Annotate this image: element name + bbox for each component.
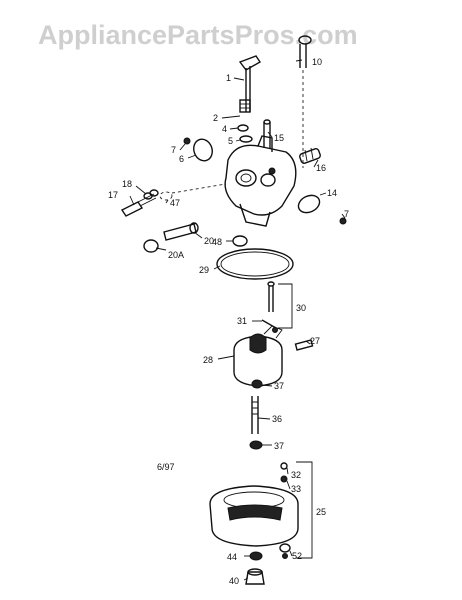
o-ring-small: [232, 235, 248, 247]
throttle-plate: [193, 138, 213, 162]
bowl-nut: [245, 568, 265, 585]
callout-17: 17: [108, 190, 118, 200]
date-code: 6/97: [157, 462, 175, 472]
callout-48: 48: [212, 237, 222, 247]
bracket-30: [278, 283, 293, 329]
callout-28: 28: [203, 355, 213, 365]
watermark: AppliancePartsPros.com: [38, 20, 358, 50]
washer-upper: [251, 379, 263, 389]
callout-5: 5: [228, 136, 233, 146]
bowl-screw: [280, 462, 288, 470]
float: [233, 325, 283, 387]
shaft-seal: [237, 124, 249, 132]
drain-valve: [279, 543, 291, 559]
callout-40: 40: [229, 576, 239, 586]
bowl-screw-washer: [280, 475, 288, 483]
callout-29: 29: [199, 265, 209, 275]
shaft-spring: [239, 99, 251, 113]
callout-20: 20: [204, 236, 214, 246]
leader-lines: [129, 59, 346, 581]
callout-4: 4: [222, 124, 227, 134]
shaft-washer: [239, 135, 253, 143]
callout-6: 6: [179, 154, 184, 164]
callout-30: 30: [296, 303, 306, 313]
throttle-plate-screw: [183, 137, 191, 145]
callout-32: 32: [291, 470, 301, 480]
callout-16: 16: [316, 163, 326, 173]
callout-7-upper: 7: [171, 145, 176, 155]
bowl-nut-gasket: [249, 551, 263, 561]
callout-2: 2: [213, 113, 218, 123]
float-hinge-pin: [294, 339, 314, 351]
callout-20a: 20A: [168, 250, 184, 260]
callout-47: 47: [170, 198, 180, 208]
bowl-gasket: [216, 248, 294, 280]
callout-36: 36: [272, 414, 282, 424]
callout-10: 10: [312, 57, 322, 67]
bracket-25: [296, 461, 313, 559]
callout-31: 31: [237, 316, 247, 326]
main-jet: [251, 396, 259, 434]
inlet-needle-valve: [261, 281, 277, 329]
choke-shaft: [299, 147, 321, 164]
idle-speed-screw: [120, 189, 159, 217]
callout-33: 33: [291, 484, 301, 494]
float-bowl-plug: [143, 239, 159, 253]
float-shaft-pin: [163, 222, 199, 241]
welch-plug-seal: [159, 183, 227, 201]
callout-37-lower: 37: [274, 441, 284, 451]
callout-52: 52: [292, 551, 302, 561]
callout-25: 25: [316, 507, 326, 517]
callout-7-lower: 7: [344, 209, 349, 219]
fuel-inlet-needle: [298, 35, 312, 168]
callout-18: 18: [122, 179, 132, 189]
choke-plate-screw: [339, 217, 347, 225]
callout-1: 1: [226, 73, 231, 83]
choke-plate: [297, 194, 321, 214]
callout-27: 27: [310, 336, 320, 346]
callout-14: 14: [327, 188, 337, 198]
float-bowl: [209, 485, 299, 547]
callout-44: 44: [227, 552, 237, 562]
callout-15: 15: [274, 133, 284, 143]
carburetor-body: [224, 135, 297, 227]
washer-lower: [249, 440, 263, 450]
callout-37-upper: 37: [274, 381, 284, 391]
